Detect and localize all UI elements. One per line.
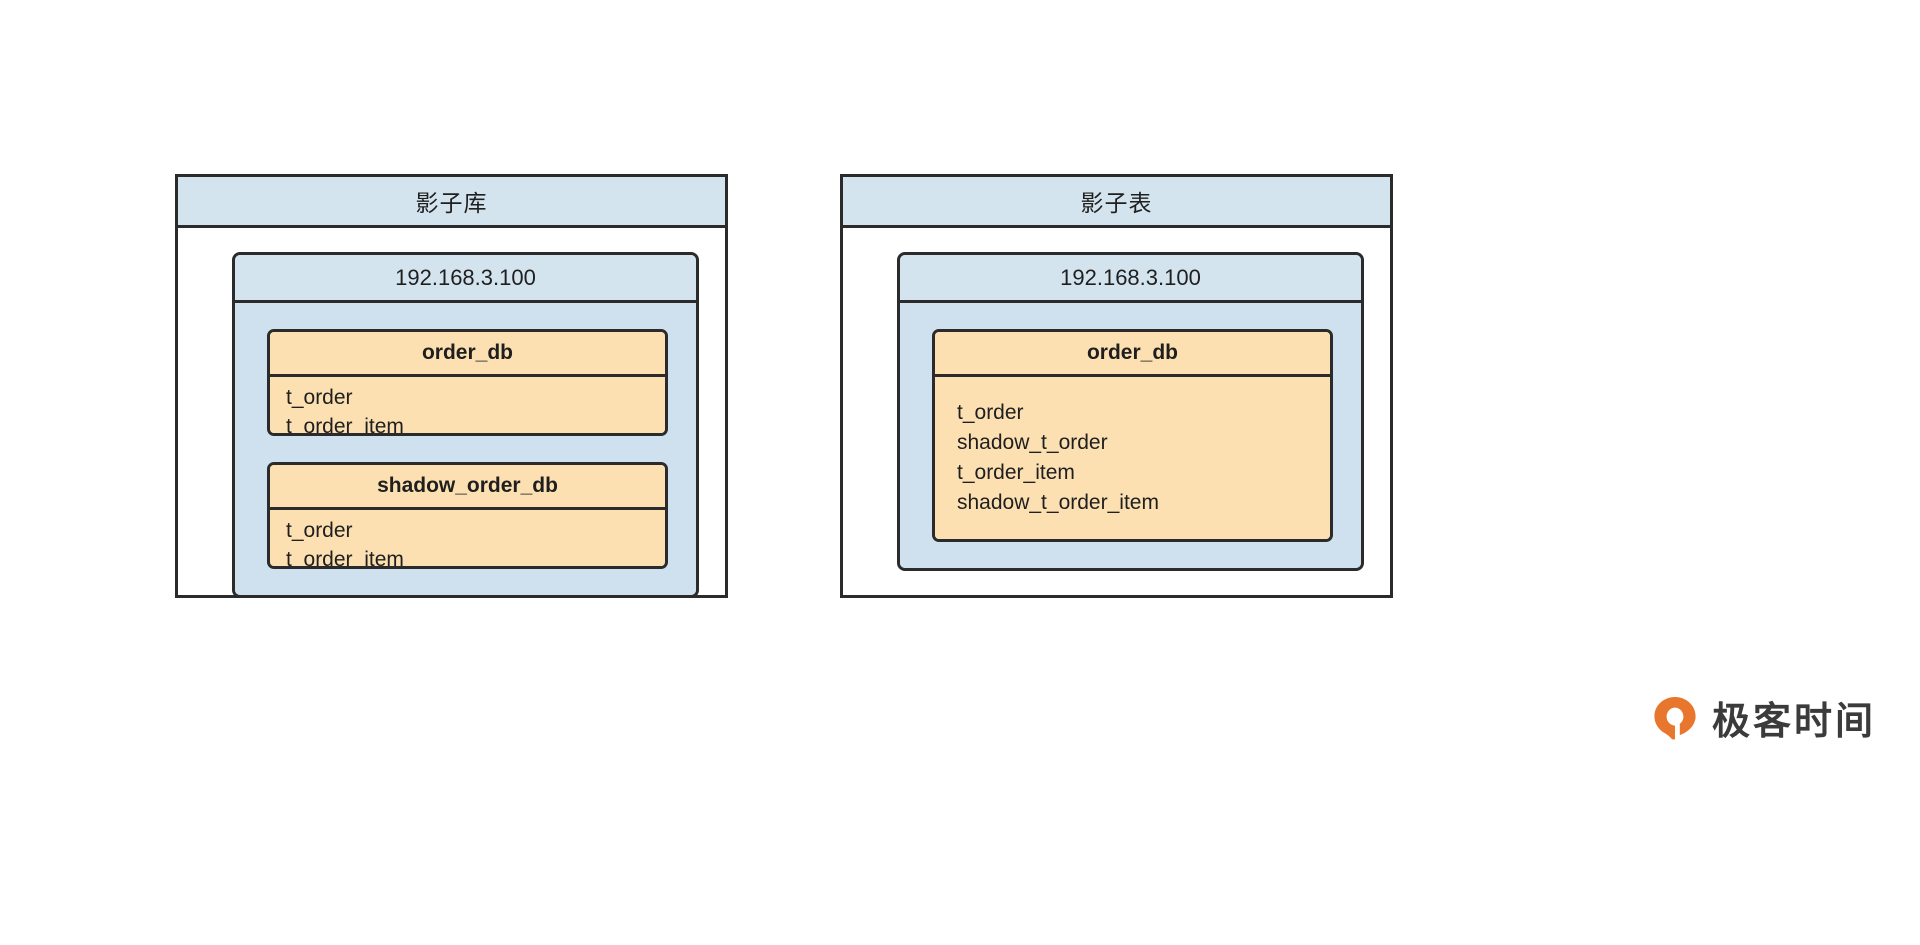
database-box-shadow-order-db: shadow_order_db t_order t_order_item: [267, 462, 668, 569]
table-row: t_order: [286, 519, 353, 542]
host-body-shadow-table: order_db t_order shadow_t_order t_order_…: [900, 303, 1361, 568]
host-box-shadow-table: 192.168.3.100 order_db t_order shadow_t_…: [897, 252, 1364, 571]
database-name-order-db: order_db: [270, 332, 665, 377]
host-body-shadow-database: order_db t_order t_order_item shadow_ord…: [235, 303, 696, 595]
geektime-logo-icon: [1652, 695, 1698, 741]
table-list-shadow-order-db: t_order t_order_item: [270, 510, 665, 569]
table-row: shadow_t_order_item: [957, 491, 1159, 514]
host-ip-label-shadow-database: 192.168.3.100: [235, 255, 696, 303]
panel-body-shadow-table: 192.168.3.100 order_db t_order shadow_t_…: [843, 228, 1390, 595]
host-ip-label-shadow-table: 192.168.3.100: [900, 255, 1361, 303]
panel-body-shadow-database: 192.168.3.100 order_db t_order t_order_i…: [178, 228, 725, 622]
brand-name-label: 极客时间: [1712, 701, 1877, 743]
database-name-order-db-shadow-table: order_db: [935, 332, 1330, 377]
panel-shadow-database: 影子库 192.168.3.100 order_db t_order t_ord…: [175, 174, 728, 598]
table-list-order-db: t_order t_order_item: [270, 377, 665, 436]
table-row: t_order: [957, 401, 1024, 424]
panel-title-shadow-database: 影子库: [178, 177, 725, 228]
table-row: shadow_t_order: [957, 431, 1108, 454]
table-row: t_order_item: [286, 548, 404, 569]
table-row: t_order: [286, 386, 353, 409]
brand-watermark: 极客时间: [1652, 690, 1876, 745]
database-box-order-db-shadow-table: order_db t_order shadow_t_order t_order_…: [932, 329, 1333, 542]
table-row: t_order_item: [957, 461, 1075, 484]
host-box-shadow-database: 192.168.3.100 order_db t_order t_order_i…: [232, 252, 699, 598]
database-name-shadow-order-db: shadow_order_db: [270, 465, 665, 510]
panel-shadow-table: 影子表 192.168.3.100 order_db t_order shado…: [840, 174, 1393, 598]
table-list-order-db-shadow-table: t_order shadow_t_order t_order_item shad…: [935, 377, 1330, 539]
table-row: t_order_item: [286, 415, 404, 436]
database-box-order-db: order_db t_order t_order_item: [267, 329, 668, 436]
panel-title-shadow-table: 影子表: [843, 177, 1390, 228]
